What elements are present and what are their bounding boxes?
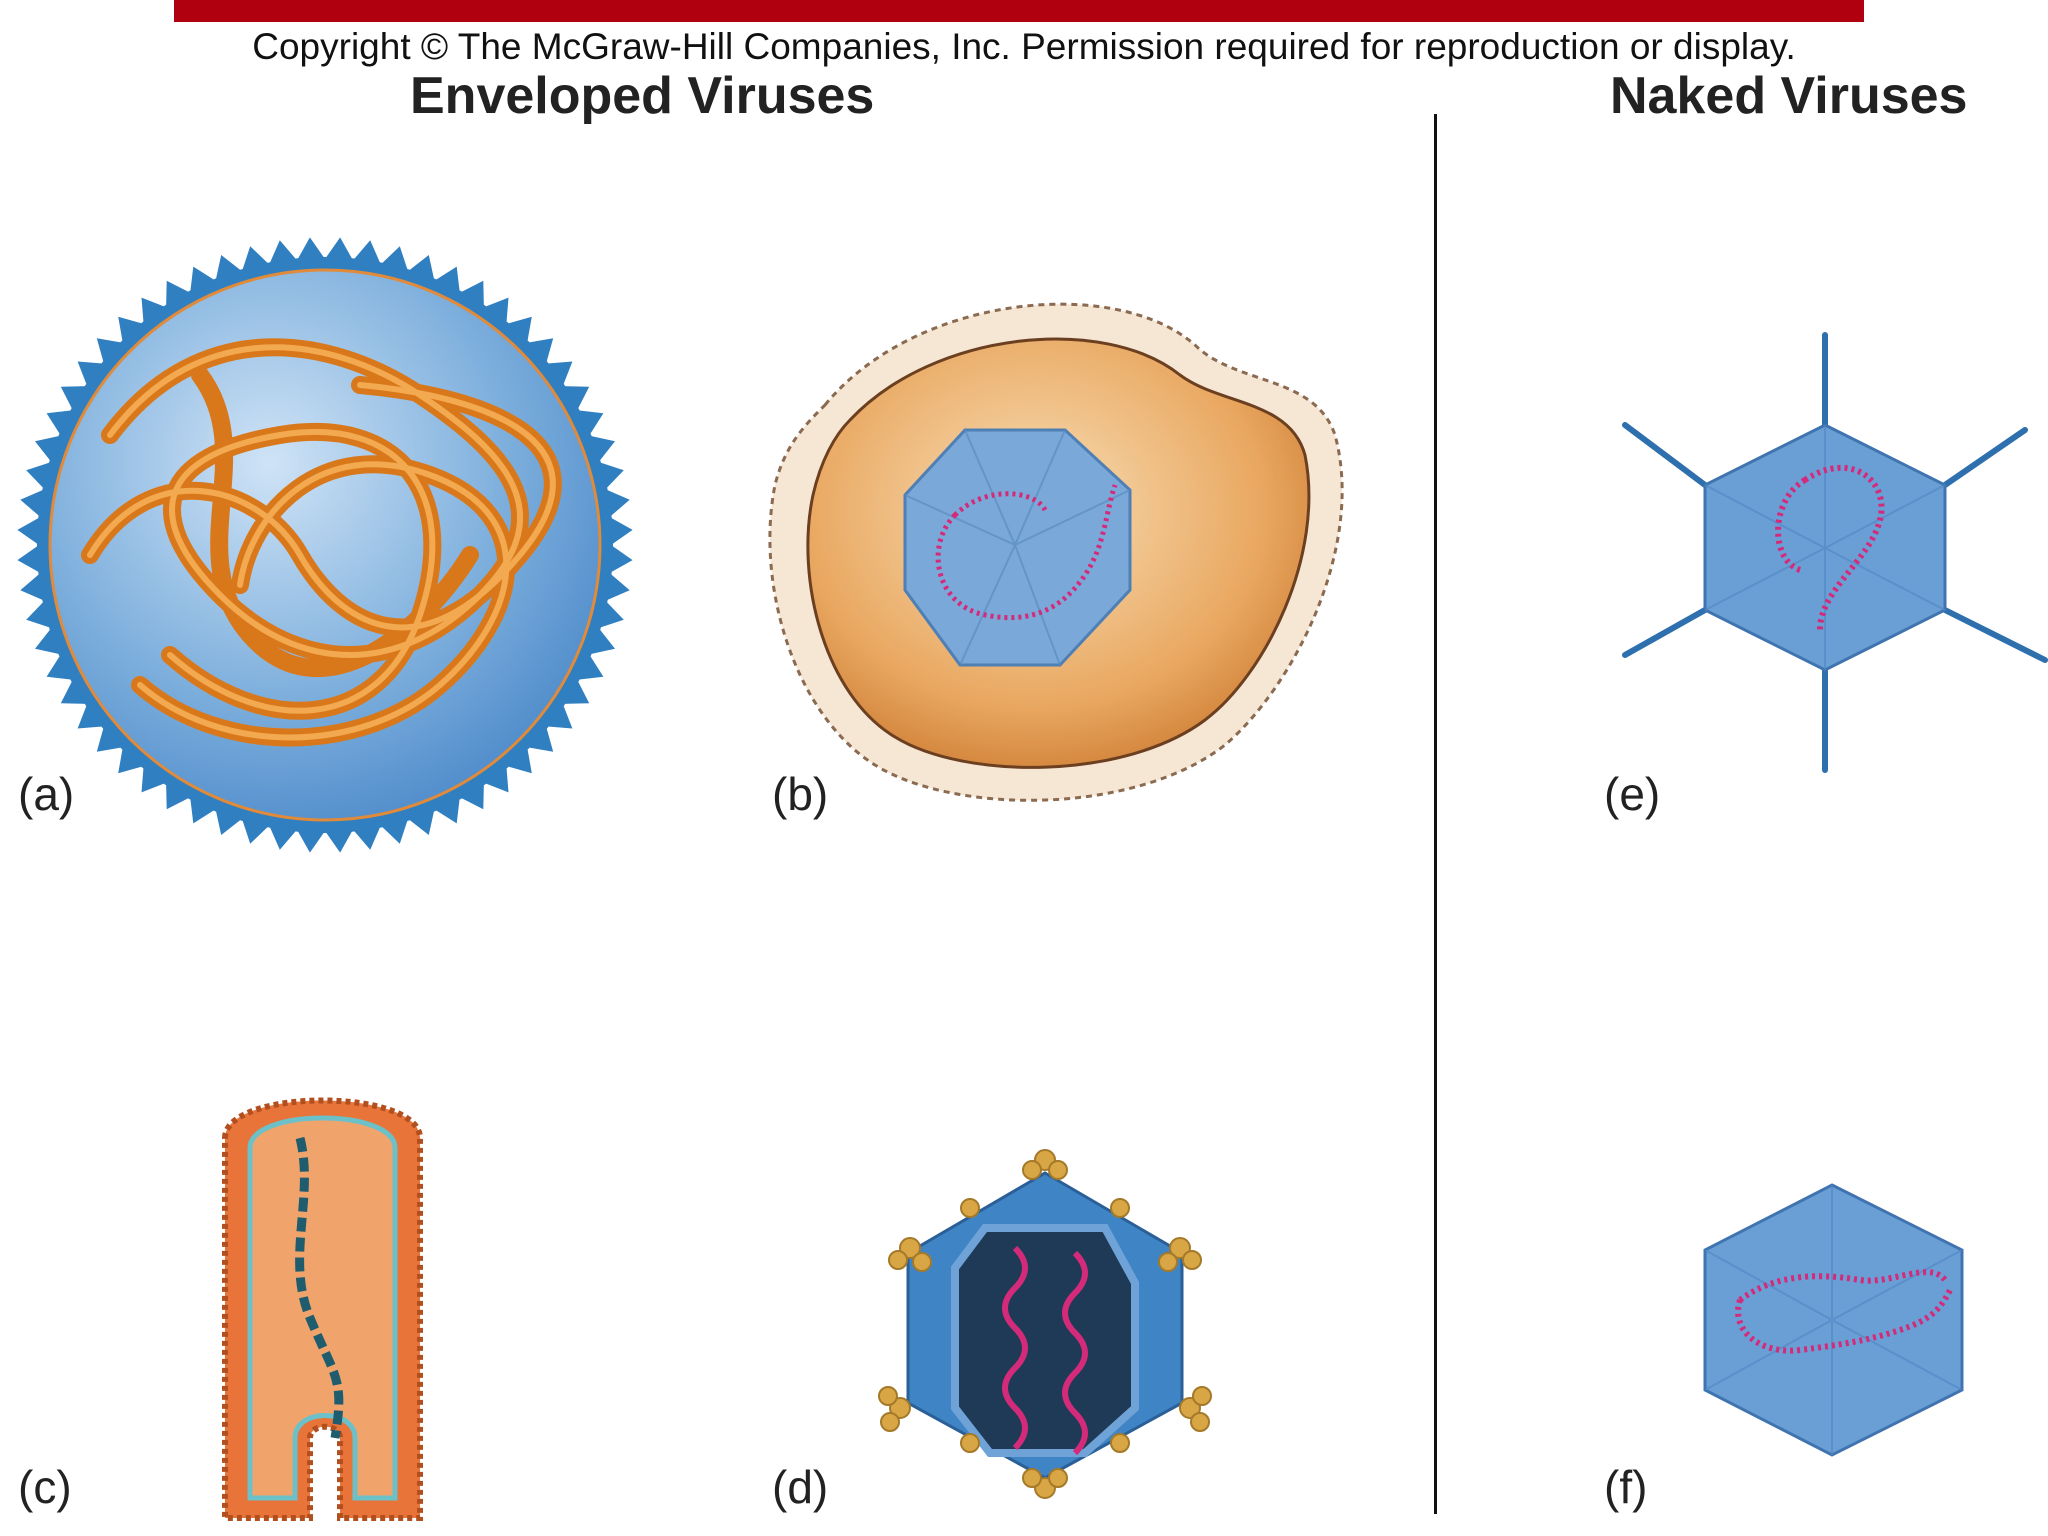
enveloped-viruses-heading: Enveloped Viruses [410, 66, 874, 126]
label-c: (c) [18, 1460, 72, 1514]
core-d [955, 1228, 1135, 1453]
label-a: (a) [18, 767, 74, 821]
label-e: (e) [1604, 767, 1660, 821]
section-divider [1434, 114, 1437, 1514]
label-f: (f) [1604, 1460, 1647, 1514]
label-d: (d) [772, 1460, 828, 1514]
copyright-notice: Copyright © The McGraw-Hill Companies, I… [0, 26, 2048, 68]
naked-viruses-heading: Naked Viruses [1610, 66, 1967, 126]
virus-b-illustration [755, 285, 1345, 805]
virus-e-illustration [1620, 330, 2048, 780]
capsid-c [250, 1118, 395, 1498]
virus-d-illustration [870, 1148, 1220, 1498]
virus-c-illustration [215, 1078, 430, 1526]
top-banner-bar [174, 0, 1864, 22]
virus-a-illustration [0, 255, 650, 835]
label-b: (b) [772, 767, 828, 821]
virus-f-illustration [1700, 1180, 1965, 1460]
